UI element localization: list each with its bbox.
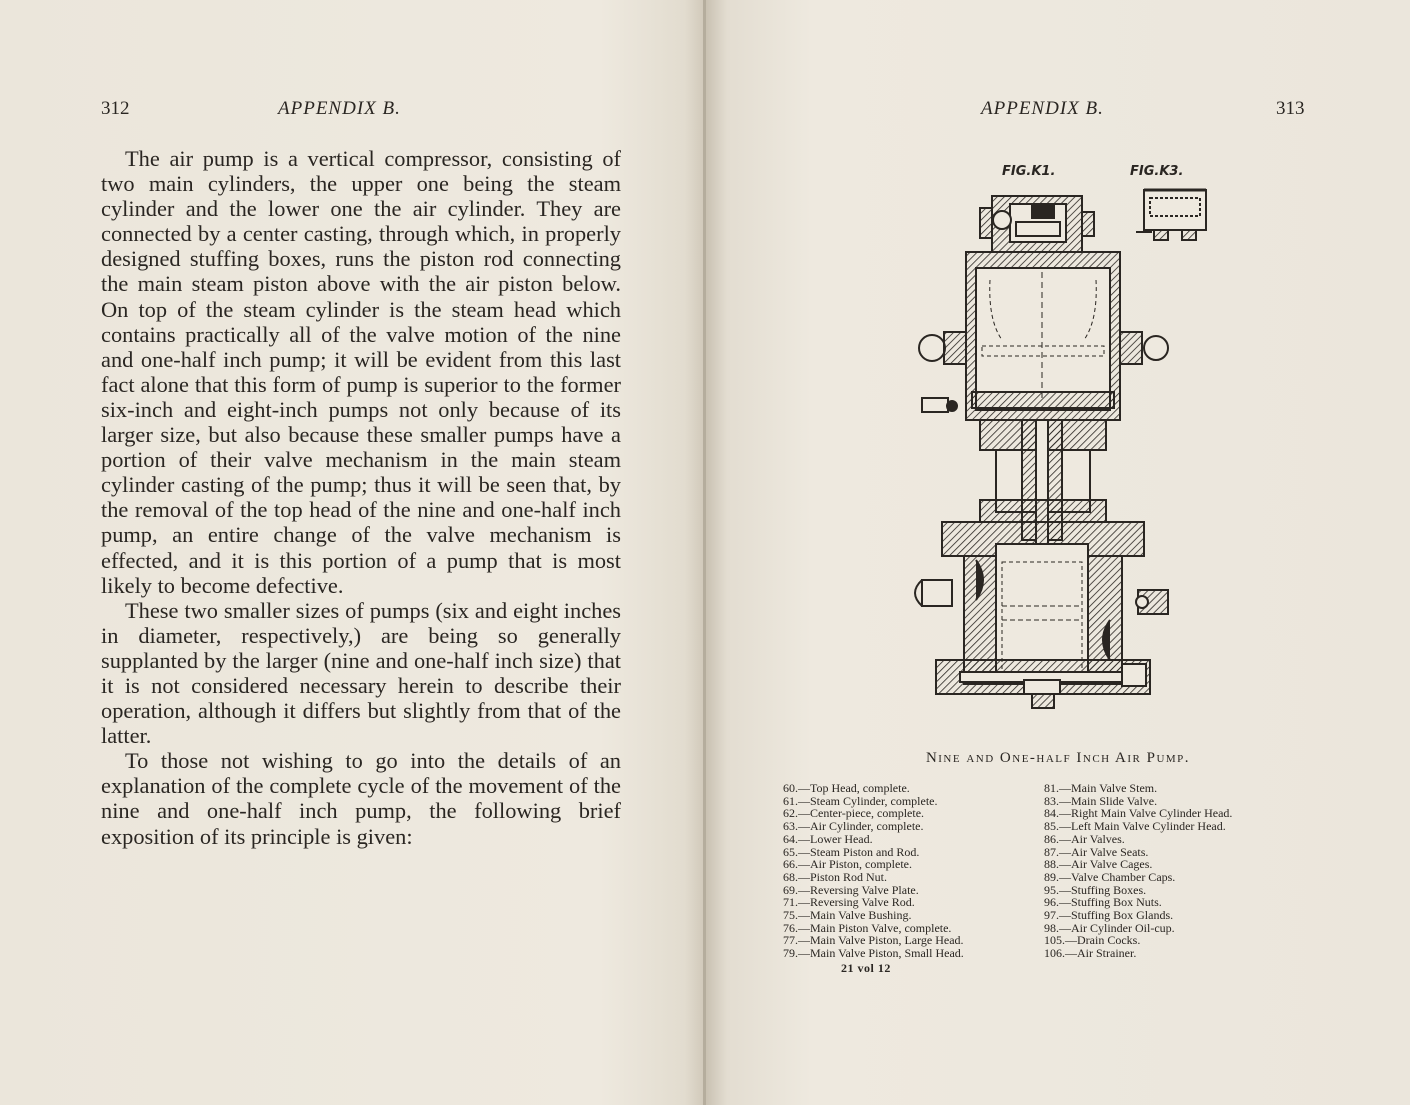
- fig-k1-label: FIG.K1.: [1002, 164, 1056, 179]
- page-number-left: 312: [101, 98, 130, 119]
- part-item: 60.—Top Head, complete.: [783, 781, 910, 795]
- part-item: 71.—Reversing Valve Rod.: [783, 895, 915, 910]
- part-item: 65.—Steam Piston and Rod.: [783, 844, 920, 859]
- part-item: 106.—Air Strainer.: [1044, 946, 1137, 961]
- figure-caption: Nine and One-half Inch Air Pump.: [925, 750, 1191, 766]
- parts-list-left: 60.—Top Head, complete. 61.—Steam Cylind…: [783, 782, 964, 960]
- paragraph-3: To those not wishing to go into the deta…: [101, 748, 621, 849]
- part-item: 64.—Lower Head.: [783, 831, 873, 846]
- air-pump-figure: FIG.K1. FIG.K3.: [892, 160, 1232, 720]
- part-item: 85.—Left Main Valve Cylinder Head.: [1044, 819, 1226, 834]
- paragraph-1: The air pump is a vertical compressor, c…: [101, 146, 621, 598]
- body-text: The air pump is a vertical compressor, c…: [101, 146, 621, 849]
- part-item: 68.—Piston Rod Nut.: [783, 869, 888, 884]
- part-item: 86.—Air Valves.: [1044, 831, 1125, 846]
- part-item: 98.—Air Cylinder Oil-cup.: [1044, 920, 1175, 935]
- paragraph-2: These two smaller sizes of pumps (six an…: [101, 597, 621, 749]
- part-item: 95.—Stuffing Boxes.: [1044, 882, 1147, 897]
- part-item: 88.—Air Valve Cages.: [1044, 857, 1153, 872]
- part-item: 61.—Steam Cylinder, complete.: [783, 793, 938, 808]
- page-number-right: 313: [1276, 98, 1305, 119]
- part-item: 79.—Main Valve Piston, Small Head.: [783, 946, 964, 961]
- part-item: 69.—Reversing Valve Plate.: [783, 882, 919, 897]
- air-pump-drawing: [914, 188, 1207, 709]
- running-head-right: APPENDIX B.: [981, 98, 1104, 119]
- part-item: 105.—Drain Cocks.: [1044, 933, 1141, 948]
- part-item: 84.—Right Main Valve Cylinder Head.: [1044, 806, 1233, 821]
- part-item: 76.—Main Piston Valve, complete.: [783, 920, 952, 935]
- signature-mark: 21 vol 12: [841, 961, 891, 975]
- part-item: 77.—Main Valve Piston, Large Head.: [783, 933, 964, 948]
- part-item: 66.—Air Piston, complete.: [783, 857, 912, 872]
- part-item: 62.—Center-piece, complete.: [783, 806, 925, 821]
- fig-k3-label: FIG.K3.: [1130, 164, 1184, 179]
- part-item: 96.—Stuffing Box Nuts.: [1044, 895, 1162, 910]
- right-page: APPENDIX B. 313 FIG.K1. FIG.K3.: [706, 0, 1410, 1105]
- part-item: 87.—Air Valve Seats.: [1044, 844, 1149, 859]
- parts-list-right: 81.—Main Valve Stem. 83.—Main Slide Valv…: [1044, 782, 1232, 960]
- part-item: 89.—Valve Chamber Caps.: [1044, 869, 1176, 884]
- running-head-left: APPENDIX B.: [278, 98, 401, 119]
- book-gutter: [703, 0, 707, 1105]
- fig-k3-detail: [1136, 188, 1207, 241]
- part-item: 63.—Air Cylinder, complete.: [783, 819, 924, 834]
- left-page: 312 APPENDIX B. The air pump is a vertic…: [0, 0, 706, 1105]
- part-item: 75.—Main Valve Bushing.: [783, 908, 912, 923]
- part-item: 83.—Main Slide Valve.: [1044, 793, 1158, 808]
- part-item: 97.—Stuffing Box Glands.: [1044, 908, 1174, 923]
- part-item: 81.—Main Valve Stem.: [1044, 781, 1158, 795]
